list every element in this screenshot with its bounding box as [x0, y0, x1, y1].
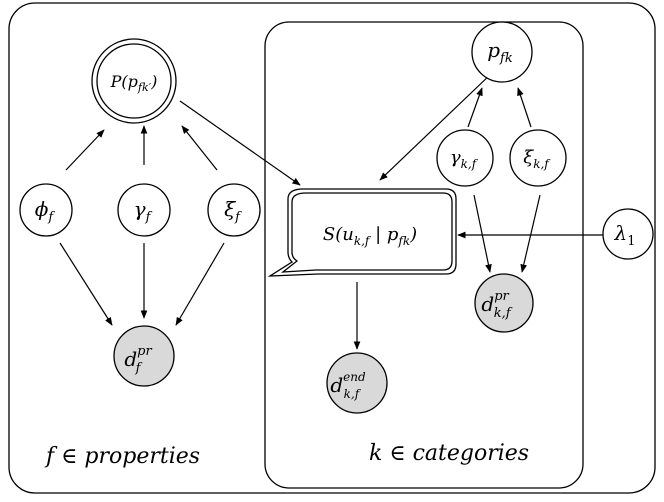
p-fk-prime-node: P(pfk′): [91, 38, 177, 124]
edge-xi-kf-to-d-kf-pr: [520, 194, 541, 273]
svg-text:λ1: λ1: [614, 221, 636, 249]
s-node-label: S(uk,f | pfk): [323, 224, 417, 248]
edge-xi-f-to-d-f-pr: [175, 242, 225, 326]
categories-plate-label: k ∈ categories: [369, 441, 529, 466]
edge-xi-kf-to-p-fk: [517, 87, 532, 128]
phi-f-node: ϕf: [19, 183, 73, 237]
edge-xi-f-to-p-prime: [181, 125, 218, 171]
svg-text:ξk,f: ξk,f: [523, 147, 551, 171]
xi-kf-node: ξk,f: [509, 129, 567, 187]
edge-gamma-kf-to-p-fk: [467, 87, 483, 128]
properties-plate: [8, 2, 656, 494]
gamma-f-node: γf: [117, 183, 171, 237]
edge-phi-f-to-d-f-pr: [59, 242, 113, 326]
s-node: S(uk,f | pfk): [267, 188, 457, 277]
edge-phi-f-to-p-prime: [65, 129, 105, 171]
p-fk-prime-label: P(pfk′): [110, 72, 158, 94]
svg-text:ϕf: ϕf: [35, 197, 56, 225]
svg-text:γf: γf: [134, 197, 153, 225]
edges-group: [59, 71, 603, 350]
p-fk-node: pfk: [471, 21, 533, 83]
edge-p-prime-to-s: [179, 100, 301, 186]
edge-gamma-kf-to-d-kf-pr: [473, 194, 492, 273]
svg-text:ξf: ξf: [224, 197, 242, 225]
svg-text:γk,f: γk,f: [450, 147, 479, 171]
edge-p-fk-to-s: [379, 71, 494, 181]
gamma-kf-node: γk,f: [436, 129, 494, 187]
lambda-1-node: λ1: [602, 208, 654, 260]
categories-plate: [264, 21, 584, 489]
properties-plate-label: f ∈ properties: [44, 444, 200, 469]
xi-f-node: ξf: [207, 183, 261, 237]
svg-text:pfk: pfk: [487, 38, 513, 66]
